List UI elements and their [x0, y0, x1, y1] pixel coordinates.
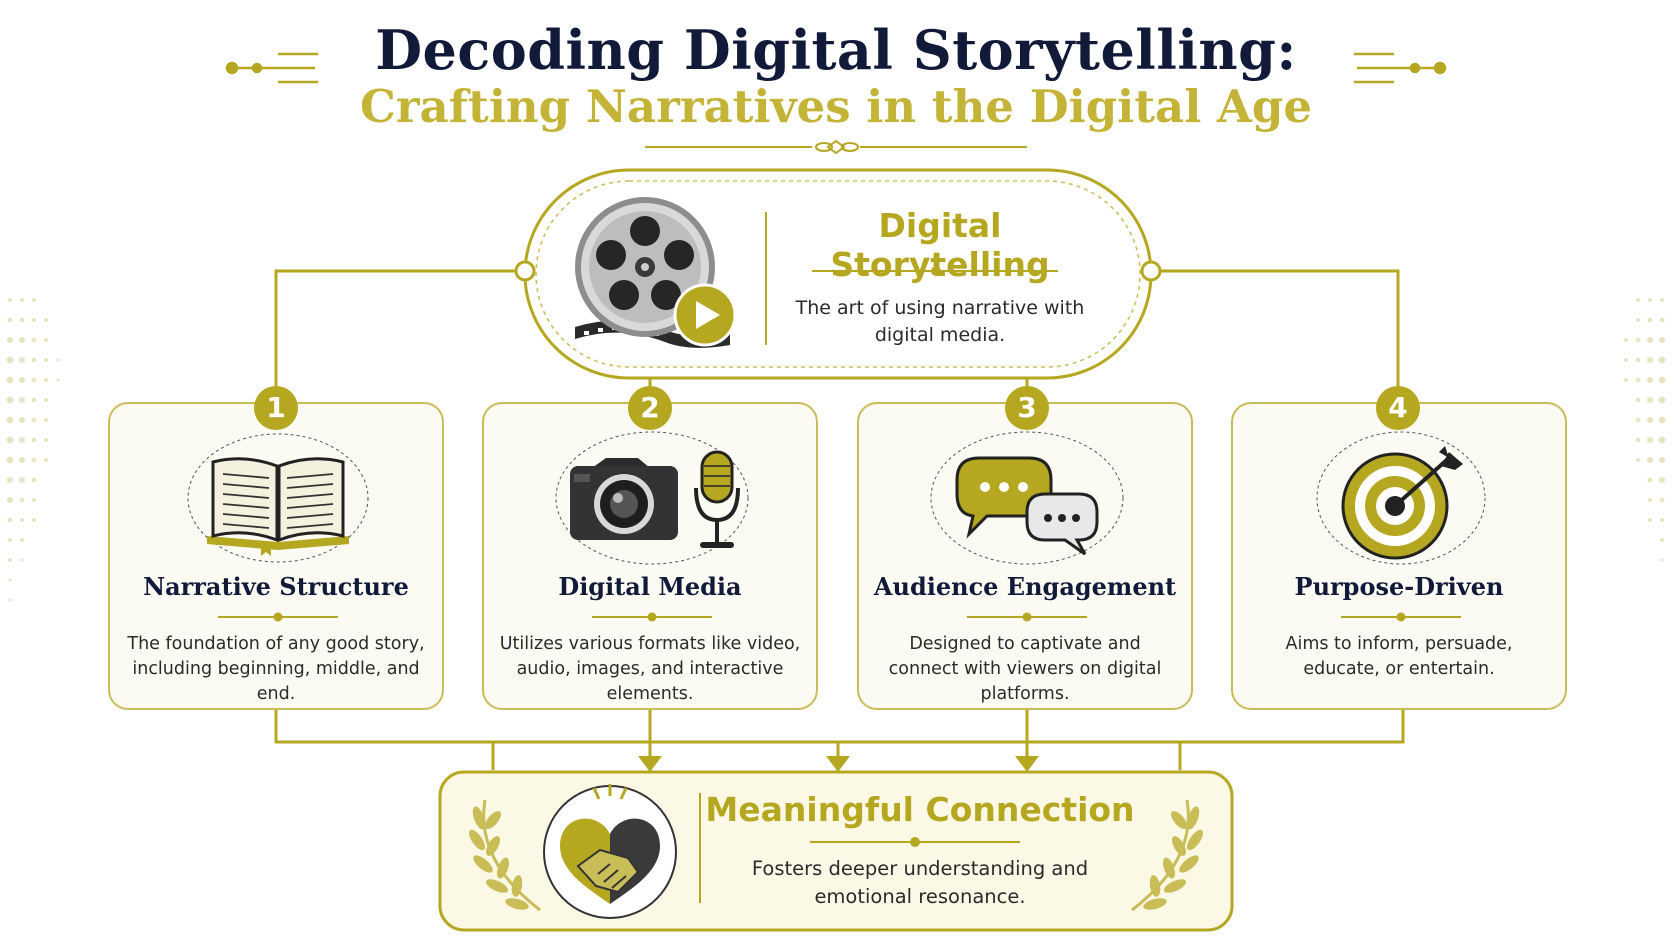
card-divider — [218, 612, 338, 622]
center-title: Digital Storytelling — [830, 206, 1050, 284]
laurel-right-icon — [1131, 799, 1204, 912]
card-audience-engagement: Audience Engagement Designed to captivat… — [857, 402, 1193, 710]
dot-pattern-left — [6, 298, 60, 602]
step-number-badge: 4 — [1376, 386, 1420, 430]
step-number-badge: 1 — [254, 386, 298, 430]
card-title: Digital Media — [558, 572, 742, 601]
card-title: Narrative Structure — [143, 572, 409, 601]
step-number-badge: 3 — [1005, 386, 1049, 430]
center-description: The art of using narrative with digital … — [795, 297, 1085, 346]
page-subtitle: Crafting Narratives in the Digital Age — [360, 80, 1312, 133]
page-title: Decoding Digital Storytelling: — [375, 18, 1297, 82]
connector-lines — [274, 269, 1405, 770]
card-description: Utilizes various formats like video, aud… — [499, 634, 801, 704]
card-divider — [967, 612, 1087, 622]
card-divider — [1341, 612, 1461, 622]
step-number-badge: 2 — [628, 386, 672, 430]
card-title: Purpose-Driven — [1294, 572, 1504, 601]
dot-pattern-right — [1624, 298, 1666, 562]
camera-microphone-icon — [555, 431, 749, 565]
bottom-title: Meaningful Connection — [705, 790, 1135, 829]
chat-bubbles-icon — [930, 431, 1124, 565]
card-divider — [592, 612, 712, 622]
card-purpose-driven: Purpose-Driven Aims to inform, persuade,… — [1231, 402, 1567, 710]
connector-arrows — [638, 756, 1039, 772]
card-description: Designed to captivate and connect with v… — [888, 634, 1162, 704]
target-arrow-icon — [1316, 431, 1486, 565]
open-book-icon — [187, 433, 369, 563]
title-ornament-left — [225, 52, 318, 84]
title-ornament-right — [1354, 52, 1447, 84]
laurel-left-icon — [468, 799, 541, 912]
heart-handshake-icon — [543, 784, 677, 919]
card-description: Aims to inform, persuade, educate, or en… — [1285, 634, 1513, 679]
film-reel-play-icon — [575, 197, 737, 348]
card-description: The foundation of any good story, includ… — [127, 634, 425, 704]
card-narrative-structure: Narrative Structure The foundation of an… — [108, 402, 444, 710]
card-title: Audience Engagement — [873, 572, 1177, 601]
title-underline-ornament — [645, 139, 1027, 155]
card-digital-media: Digital Media Utilizes various formats l… — [482, 402, 818, 710]
bottom-description: Fosters deeper understanding and emotion… — [751, 857, 1089, 908]
